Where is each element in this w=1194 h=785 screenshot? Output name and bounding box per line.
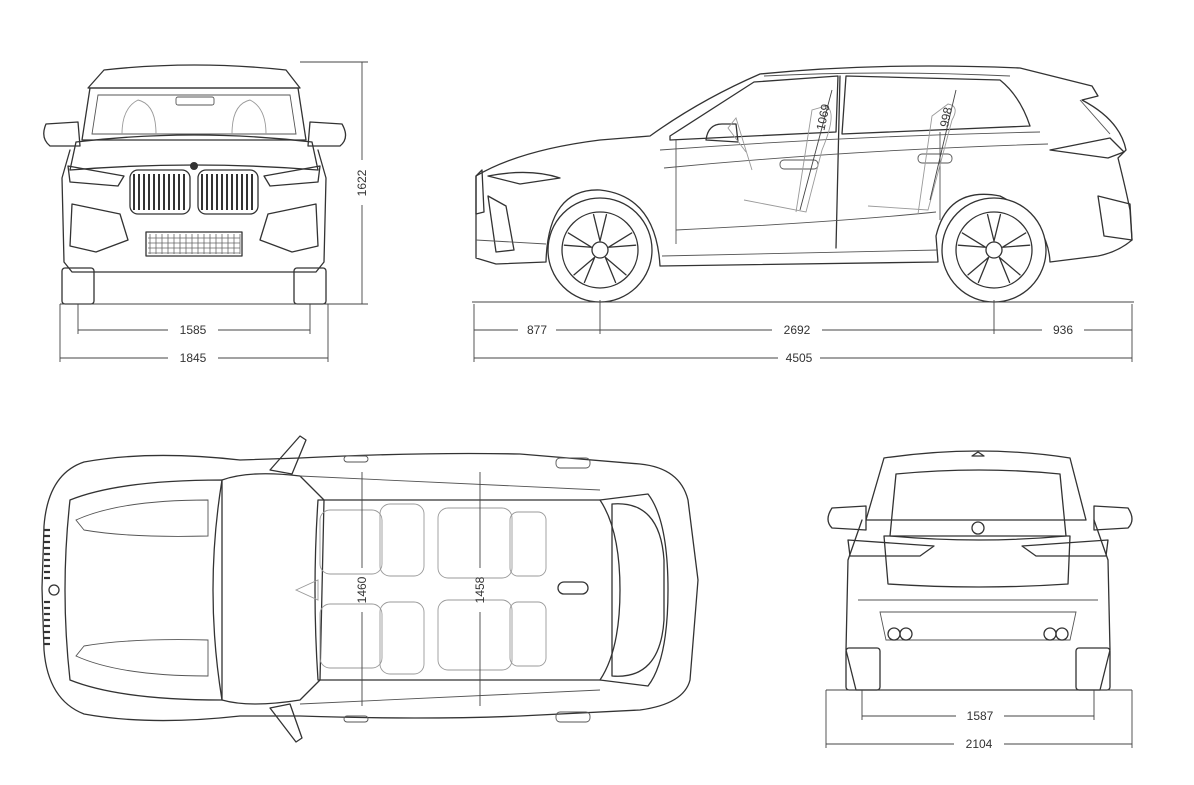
width-label: 1845 — [180, 351, 207, 365]
front-wheel — [547, 197, 653, 303]
side-view: 1069 998 — [472, 65, 1134, 303]
height-label: 1622 — [355, 169, 369, 196]
front-track-label: 1585 — [180, 323, 207, 337]
front-view — [43, 64, 347, 305]
front-shoulder-label: 1460 — [355, 576, 369, 603]
rear-dimensions: 1587 2104 — [825, 690, 1133, 751]
rear-view — [826, 450, 1133, 691]
front-overhang-label: 877 — [527, 323, 547, 337]
rear-overhang-label: 936 — [1053, 323, 1073, 337]
rear-wheel — [941, 197, 1047, 303]
front-headroom-label: 1069 — [813, 102, 832, 131]
top-view: 1460 1458 — [41, 435, 699, 743]
rear-headroom-label: 998 — [937, 106, 955, 129]
rear-track-label: 1587 — [967, 709, 994, 723]
side-dimensions: 877 2692 936 4505 — [473, 300, 1133, 365]
wheelbase-label: 2692 — [784, 323, 811, 337]
rear-shoulder-label: 1458 — [473, 576, 487, 603]
length-label: 4505 — [786, 351, 813, 365]
front-dimensions: 1585 1845 1622 — [59, 61, 369, 365]
width-with-mirrors-label: 2104 — [966, 737, 993, 751]
